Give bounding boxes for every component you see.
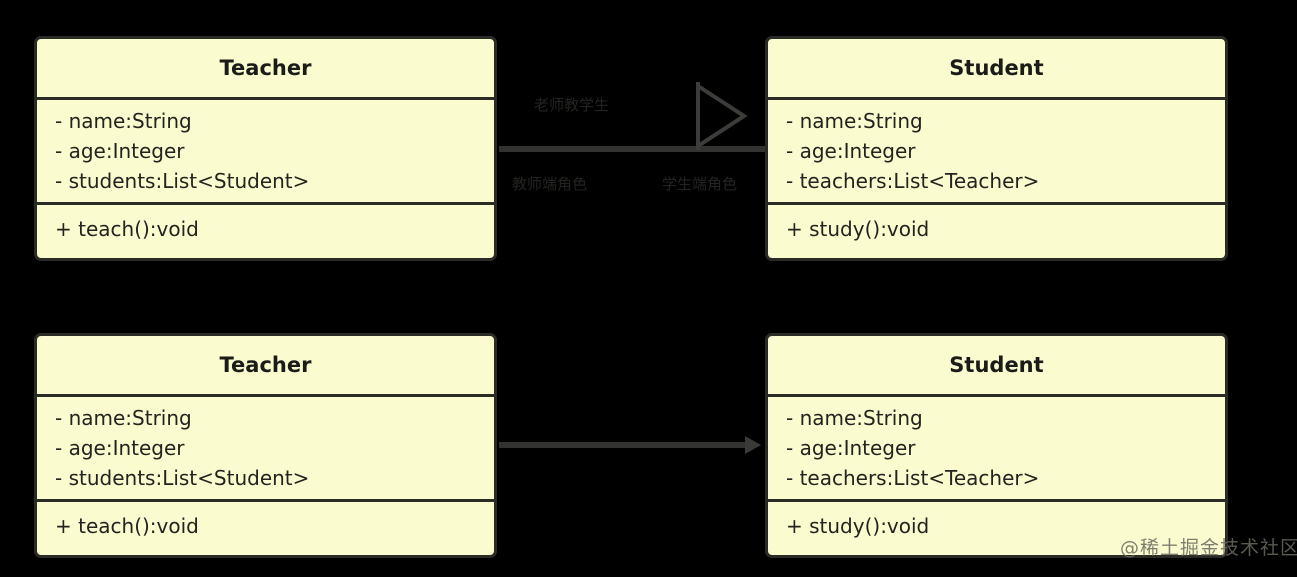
class-box-student-top[interactable]: Student - name:String - age:Integer - te… bbox=[765, 36, 1228, 261]
operation-row: + teach():void bbox=[55, 217, 199, 241]
class-title: Teacher bbox=[37, 336, 494, 397]
attribute-row: - name:String bbox=[786, 406, 923, 430]
attribute-row: - students:List<Student> bbox=[55, 466, 310, 490]
attribute-row: - teachers:List<Teacher> bbox=[786, 466, 1040, 490]
class-box-student-bottom[interactable]: Student - name:String - age:Integer - te… bbox=[765, 333, 1228, 558]
attribute-row: - name:String bbox=[55, 109, 192, 133]
watermark-label: @稀土掘金技术社区 bbox=[1120, 537, 1297, 559]
attribute-row: - age:Integer bbox=[55, 139, 185, 163]
attribute-row: - students:List<Student> bbox=[55, 169, 310, 193]
class-operations: + study():void bbox=[768, 502, 1225, 550]
class-box-teacher-bottom[interactable]: Teacher - name:String - age:Integer - st… bbox=[34, 333, 497, 558]
class-title: Student bbox=[768, 336, 1225, 397]
attribute-row: - age:Integer bbox=[55, 436, 185, 460]
class-attributes: - name:String - age:Integer - teachers:L… bbox=[768, 397, 1225, 502]
operation-row: + teach():void bbox=[55, 514, 199, 538]
class-operations: + teach():void bbox=[37, 205, 494, 253]
class-box-teacher-top[interactable]: Teacher - name:String - age:Integer - st… bbox=[34, 36, 497, 261]
association-line-bottom[interactable] bbox=[499, 442, 749, 448]
attribute-row: - age:Integer bbox=[786, 436, 916, 460]
class-attributes: - name:String - age:Integer - teachers:L… bbox=[768, 100, 1225, 205]
operation-row: + study():void bbox=[786, 514, 930, 538]
solid-arrow-icon bbox=[745, 436, 761, 454]
operation-row: + study():void bbox=[786, 217, 930, 241]
attribute-row: - name:String bbox=[55, 406, 192, 430]
class-attributes: - name:String - age:Integer - students:L… bbox=[37, 100, 494, 205]
association-role-left-label: 教师端角色 bbox=[512, 175, 588, 193]
attribute-row: - age:Integer bbox=[786, 139, 916, 163]
association-role-right-label: 学生端角色 bbox=[662, 175, 738, 193]
class-title: Teacher bbox=[37, 39, 494, 100]
association-line-top[interactable] bbox=[499, 146, 765, 152]
class-operations: + study():void bbox=[768, 205, 1225, 253]
class-attributes: - name:String - age:Integer - students:L… bbox=[37, 397, 494, 502]
association-name-label: 老师教学生 bbox=[534, 96, 610, 114]
attribute-row: - teachers:List<Teacher> bbox=[786, 169, 1040, 193]
class-title: Student bbox=[768, 39, 1225, 100]
class-operations: + teach():void bbox=[37, 502, 494, 550]
attribute-row: - name:String bbox=[786, 109, 923, 133]
